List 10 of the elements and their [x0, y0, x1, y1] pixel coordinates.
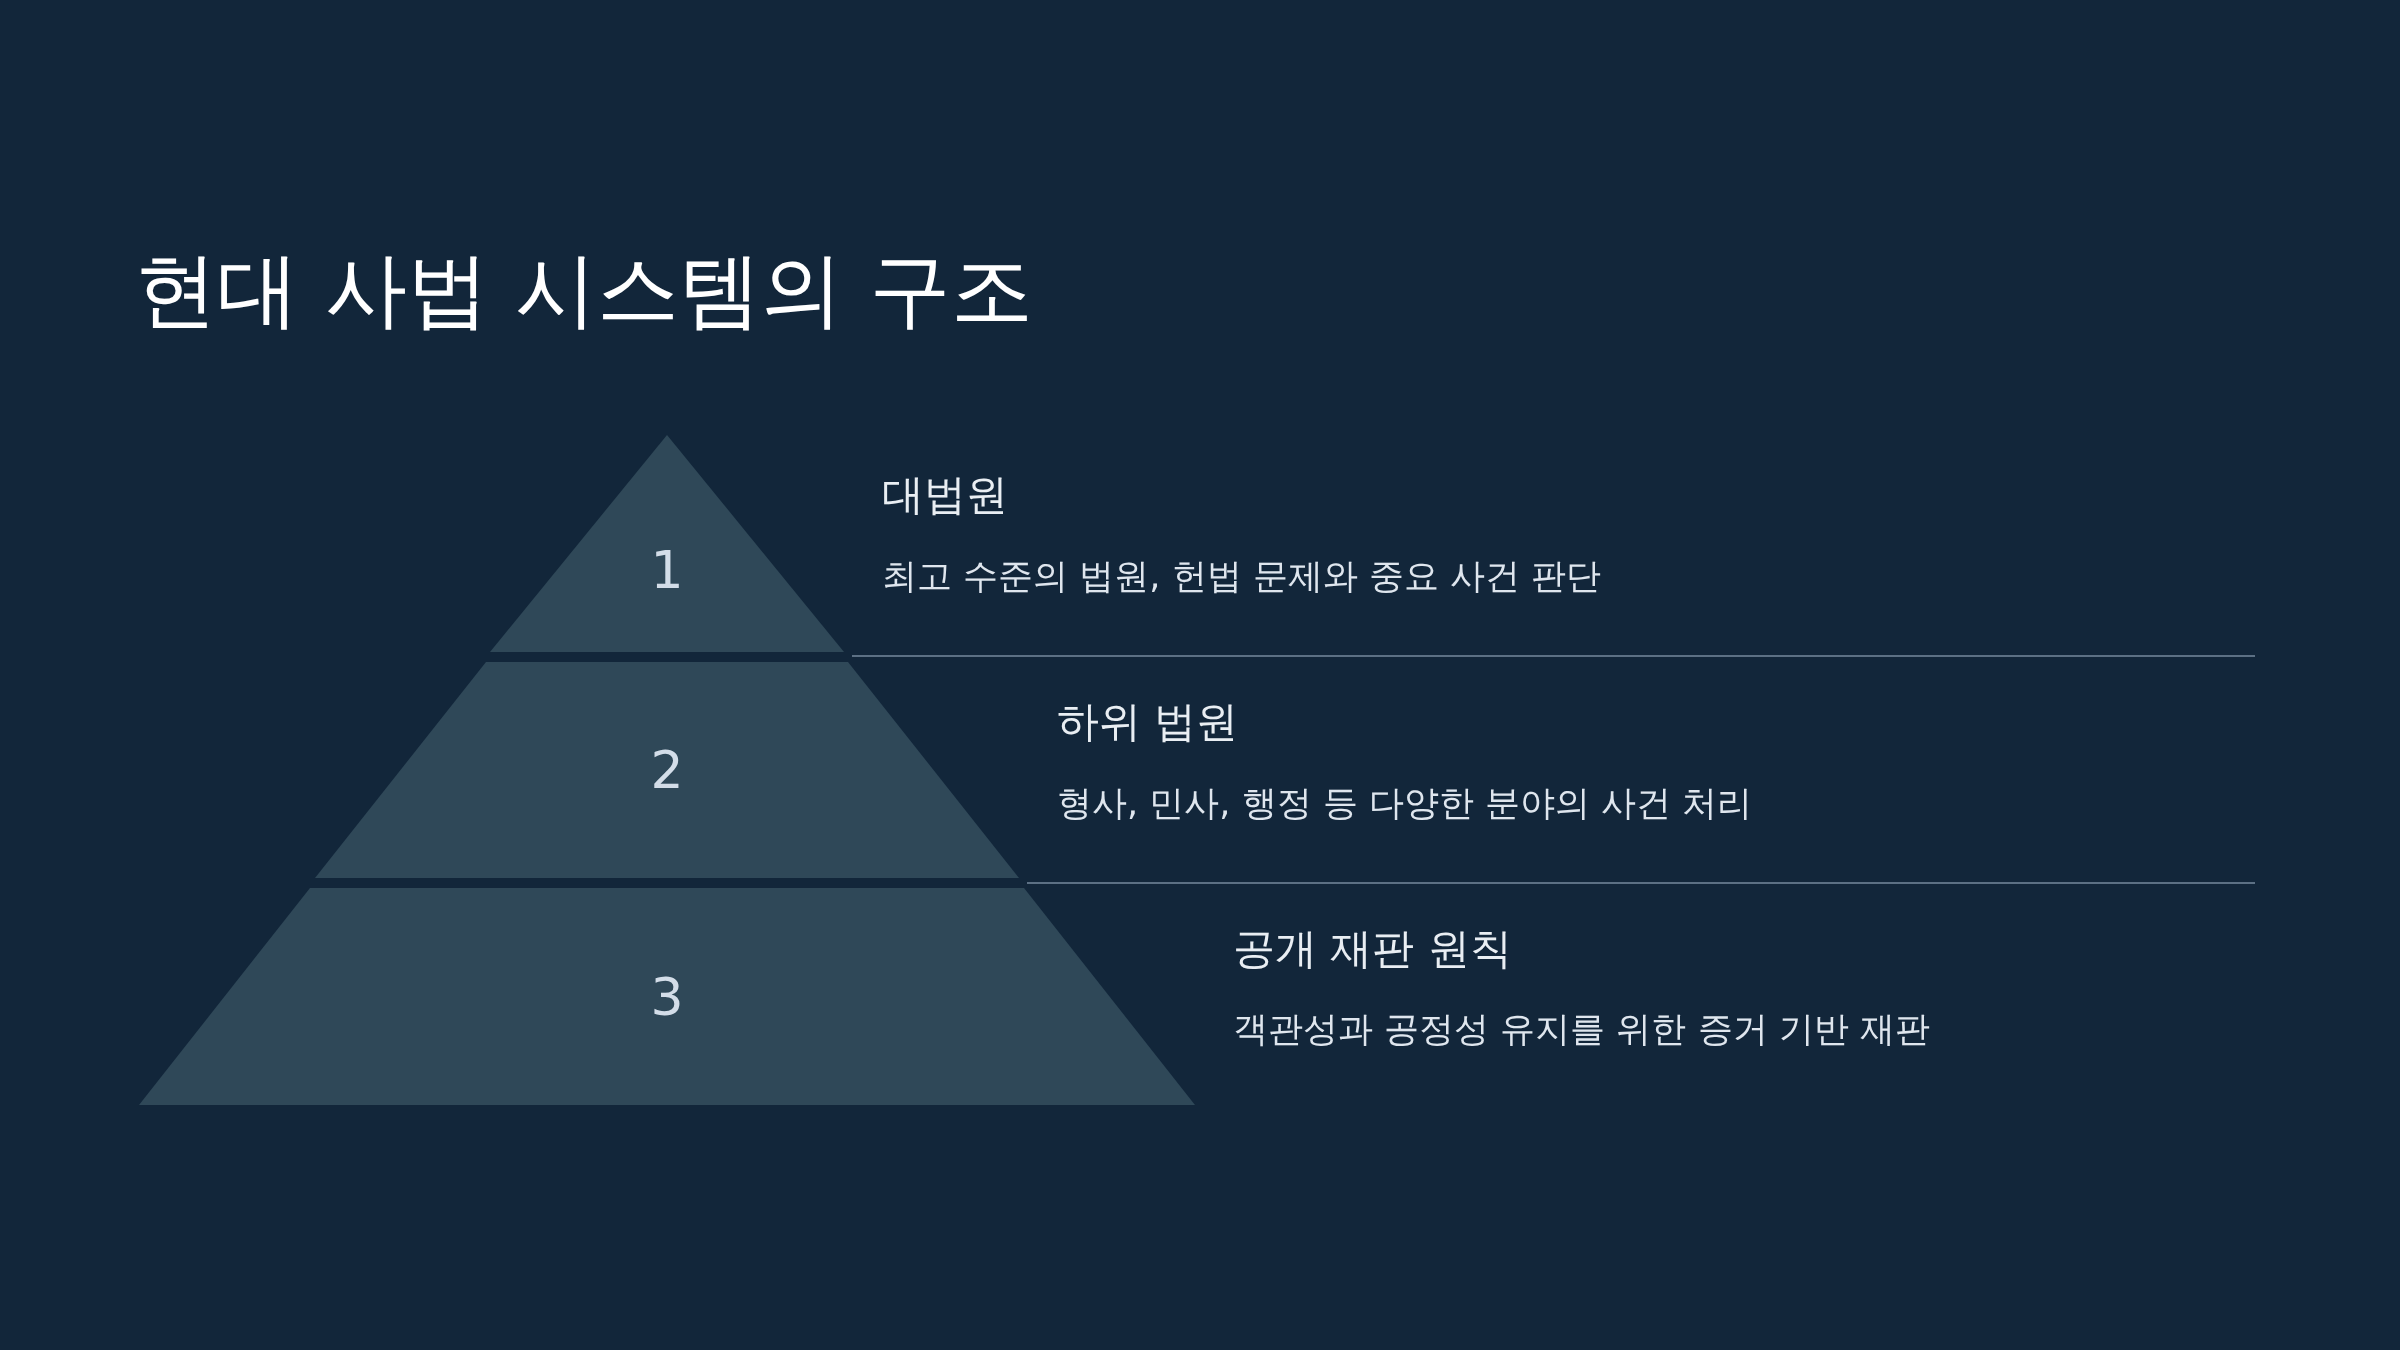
tier-number: 3: [650, 970, 684, 1023]
tier-number: 2: [650, 744, 684, 796]
tier-description: 최고 수준의 법원, 헌법 문제와 중요 사건 판단: [882, 555, 1601, 597]
tier-description: 객관성과 공정성 유지를 위한 증거 기반 재판: [1233, 1008, 1930, 1050]
tier-heading: 공개 재판 원칙: [1233, 924, 1512, 975]
slide-title: 현대 사법 시스템의 구조: [135, 245, 1034, 336]
tier-heading: 대법원: [882, 470, 1008, 521]
tier-description: 형사, 민사, 행정 등 다양한 분야의 사건 처리: [1057, 782, 1753, 824]
tier-heading: 하위 법원: [1057, 697, 1239, 748]
tier-number: 1: [650, 543, 684, 596]
